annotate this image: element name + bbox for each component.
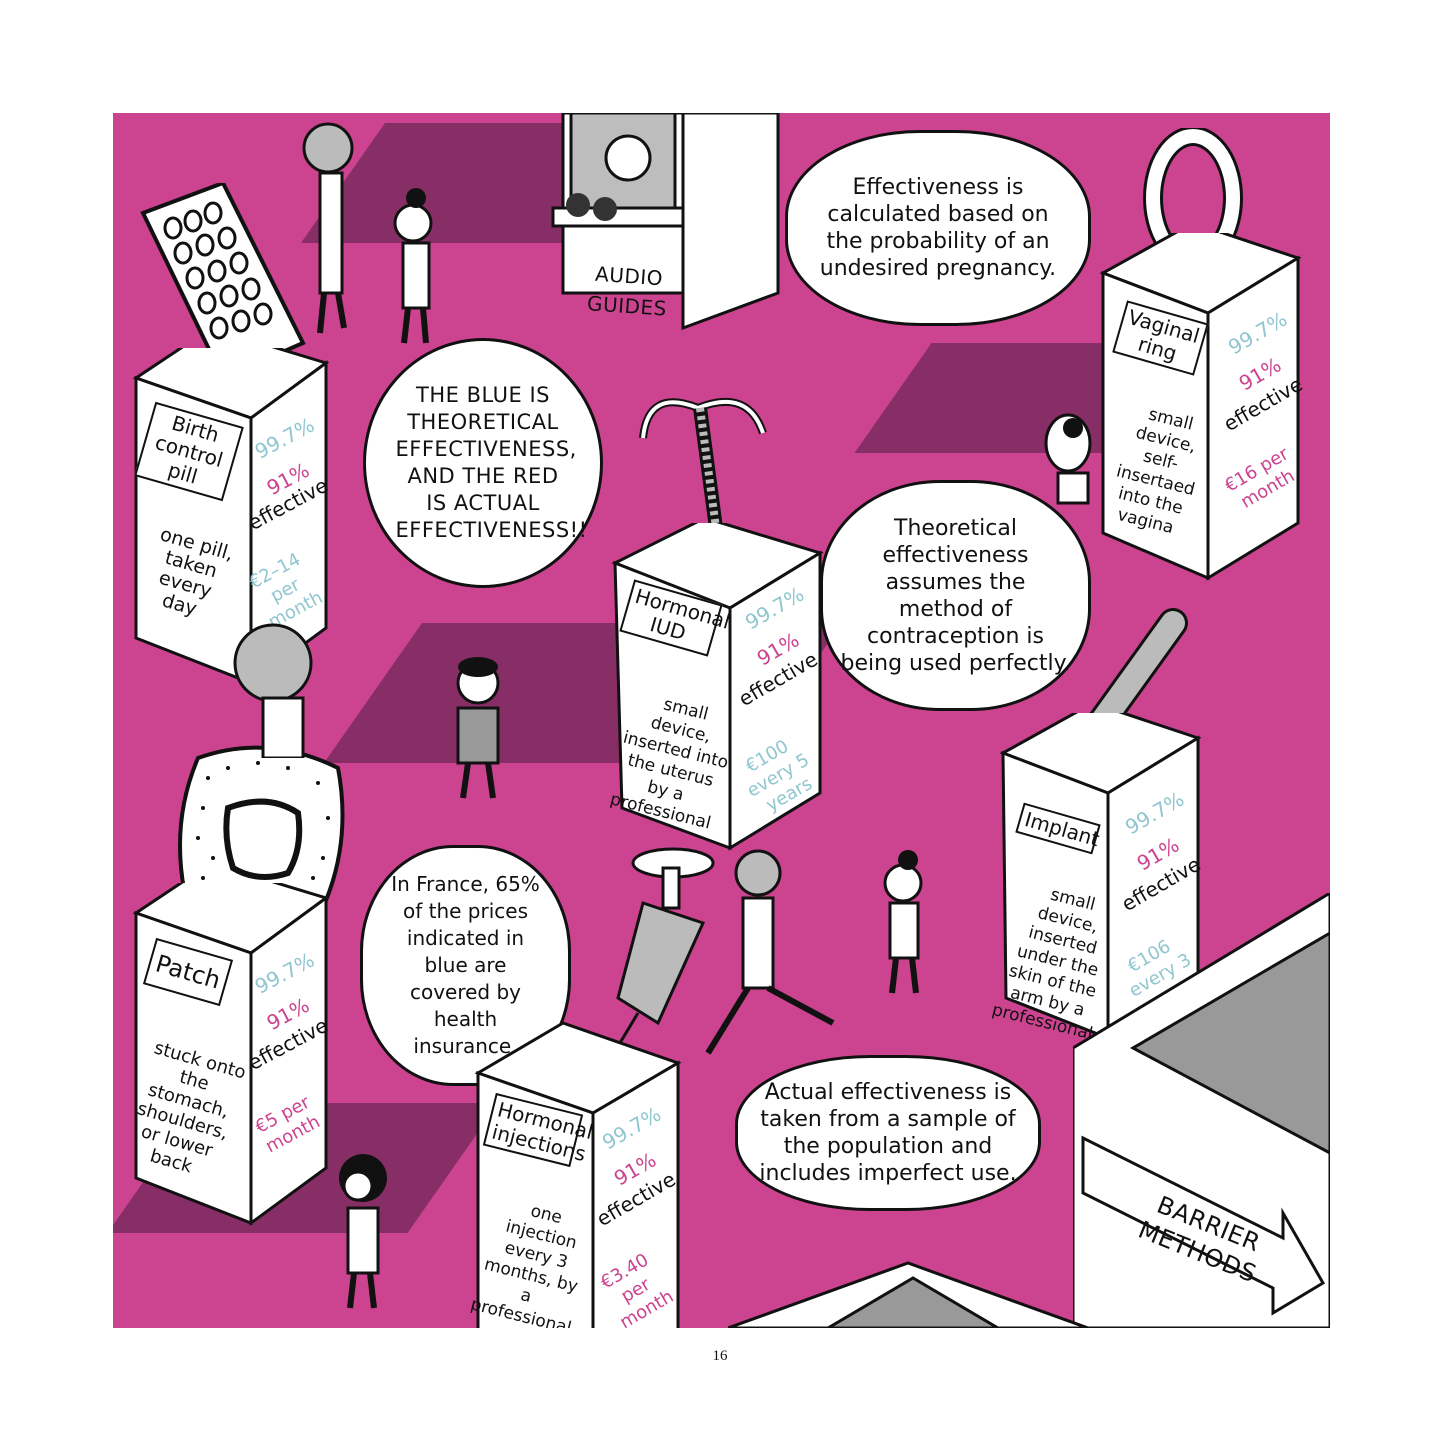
guide-speech-text: THE BLUE IS THEORETICAL EFFECTIVENESS, A…	[395, 383, 588, 542]
audio-guides-booth	[551, 113, 780, 331]
visitor-figure	[339, 1154, 387, 1309]
visitor-figure	[456, 657, 500, 799]
theoretical-thought-cloud: Theoretical effectiveness assumes the me…	[823, 483, 1088, 708]
france-text: In France, 65% of the prices indicated i…	[391, 872, 540, 1058]
guide-speech-bubble: THE BLUE IS THEORETICAL EFFECTIVENESS, A…	[363, 338, 603, 588]
barrier-methods-room	[1073, 893, 1330, 1328]
theoretical-text: Theoretical effectiveness assumes the me…	[840, 515, 1071, 676]
syringe-icon	[601, 847, 715, 1072]
contraceptive-patch-icon	[178, 745, 345, 928]
page-number: 16	[712, 1348, 728, 1364]
calculation-thought-cloud: Effectiveness is calculated based on the…	[788, 133, 1088, 323]
visitor-figure	[883, 850, 923, 994]
france-thought-cloud: In France, 65% of the prices indicated i…	[363, 848, 568, 1083]
bottom-wall	[728, 1261, 1088, 1328]
visitor-figure	[705, 849, 835, 1055]
visitor-figure	[233, 623, 313, 758]
comic-panel: AUDIO GUIDES Birth control pill one pill…	[113, 113, 1330, 1328]
birth-control-pill-pack-icon	[140, 183, 306, 381]
calculation-text: Effectiveness is calculated based on the…	[819, 175, 1057, 281]
audio-guides-sign: AUDIO GUIDES	[586, 261, 668, 321]
visitor-figure	[1044, 413, 1092, 505]
actual-text: Actual effectiveness is taken from a sam…	[759, 1080, 1017, 1186]
visitor-figure	[302, 122, 354, 334]
actual-thought-cloud: Actual effectiveness is taken from a sam…	[738, 1058, 1038, 1208]
pedestal-implant	[999, 713, 1202, 1041]
visitor-figure	[393, 188, 433, 344]
